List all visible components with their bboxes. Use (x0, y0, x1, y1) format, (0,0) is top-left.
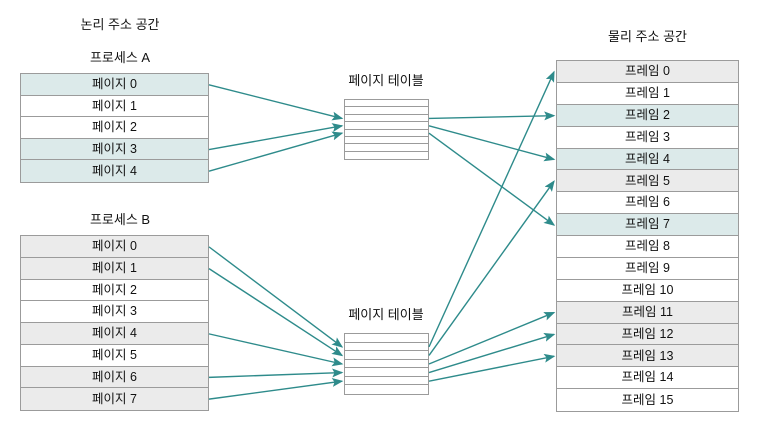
arrow-process-b-to-page-table (208, 268, 344, 357)
process-b-row: 페이지 3 (21, 301, 208, 323)
frame-row: 프레임 4 (557, 148, 738, 171)
frame-row: 프레임 9 (557, 257, 738, 280)
page-table-a-entry (345, 144, 428, 152)
physical-address-space-title: 물리 주소 공간 (608, 29, 687, 44)
frame-row: 프레임 11 (557, 301, 738, 324)
page-table-b-title: 페이지 테이블 (348, 307, 424, 322)
arrow-page-table-b-to-frame (428, 180, 555, 356)
arrow-page-table-b-to-frame (428, 333, 556, 374)
page-table-a-entry (345, 136, 428, 145)
logical-address-space-title: 논리 주소 공간 (80, 17, 160, 32)
page-table-a-title: 페이지 테이블 (348, 73, 424, 88)
frame-row: 프레임 3 (557, 126, 738, 149)
page-table-b-entry (345, 334, 428, 343)
process-b-title: 프로세스 B (89, 212, 151, 227)
arrow-process-a-to-page-table (208, 123, 344, 151)
process-a-title: 프로세스 A (89, 50, 151, 65)
process-b-row: 페이지 7 (21, 388, 208, 410)
arrow-process-b-to-page-table (208, 378, 344, 400)
arrow-process-b-to-page-table (208, 246, 344, 348)
arrow-process-b-to-page-table (208, 333, 344, 367)
process-b-row: 페이지 1 (21, 257, 208, 280)
process-b-row: 페이지 4 (21, 323, 208, 345)
page-table-b-entry (345, 368, 428, 377)
frame-row: 프레임 14 (557, 367, 738, 390)
page-table-a-entry (345, 100, 428, 108)
frame-row: 프레임 12 (557, 323, 738, 346)
arrow-page-table-a-to-frame (428, 125, 556, 162)
page-table-a-entry (345, 122, 428, 130)
process-a-row: 페이지 3 (21, 138, 208, 161)
page-table-a (344, 99, 429, 160)
arrow-process-a-to-page-table (208, 84, 344, 121)
page-table-b-entry (345, 351, 428, 360)
process-b-row: 페이지 2 (21, 279, 208, 302)
arrow-process-b-to-page-table (208, 368, 344, 379)
page-table-b-entry (345, 385, 428, 394)
process-a-row: 페이지 4 (21, 160, 208, 182)
arrow-page-table-a-to-frame (428, 132, 556, 226)
page-table-a-entry (345, 129, 428, 137)
process-a-row: 페이지 1 (21, 95, 208, 118)
page-table-a-entry (345, 107, 428, 115)
frame-row: 프레임 0 (557, 61, 738, 83)
frame-row: 프레임 10 (557, 279, 738, 302)
arrow-page-table-a-to-frame (428, 111, 556, 121)
frame-row: 프레임 5 (557, 170, 738, 193)
arrow-page-table-b-to-frame (428, 70, 555, 348)
process-a-row: 페이지 2 (21, 117, 208, 139)
process-b-row: 페이지 6 (21, 366, 208, 389)
page-table-b (344, 333, 429, 395)
frame-row: 프레임 8 (557, 236, 738, 258)
frame-row: 프레임 6 (557, 192, 738, 215)
frame-row: 프레임 15 (557, 389, 738, 411)
arrow-page-table-b-to-frame (428, 353, 556, 382)
frame-row: 프레임 13 (557, 345, 738, 368)
process-a-row: 페이지 0 (21, 74, 208, 96)
process-b-row: 페이지 0 (21, 236, 208, 258)
frame-row: 프레임 1 (557, 82, 738, 105)
frame-row: 프레임 7 (557, 214, 738, 236)
process-b-row: 페이지 5 (21, 344, 208, 367)
arrow-page-table-b-to-frame (428, 311, 556, 365)
page-table-a-entry (345, 114, 428, 123)
arrow-process-a-to-page-table (208, 131, 344, 172)
page-table-b-entry (345, 359, 428, 369)
frame-row: 프레임 2 (557, 104, 738, 127)
page-table-b-entry (345, 376, 428, 386)
page-table-b-entry (345, 342, 428, 352)
page-table-a-entry (345, 151, 428, 159)
